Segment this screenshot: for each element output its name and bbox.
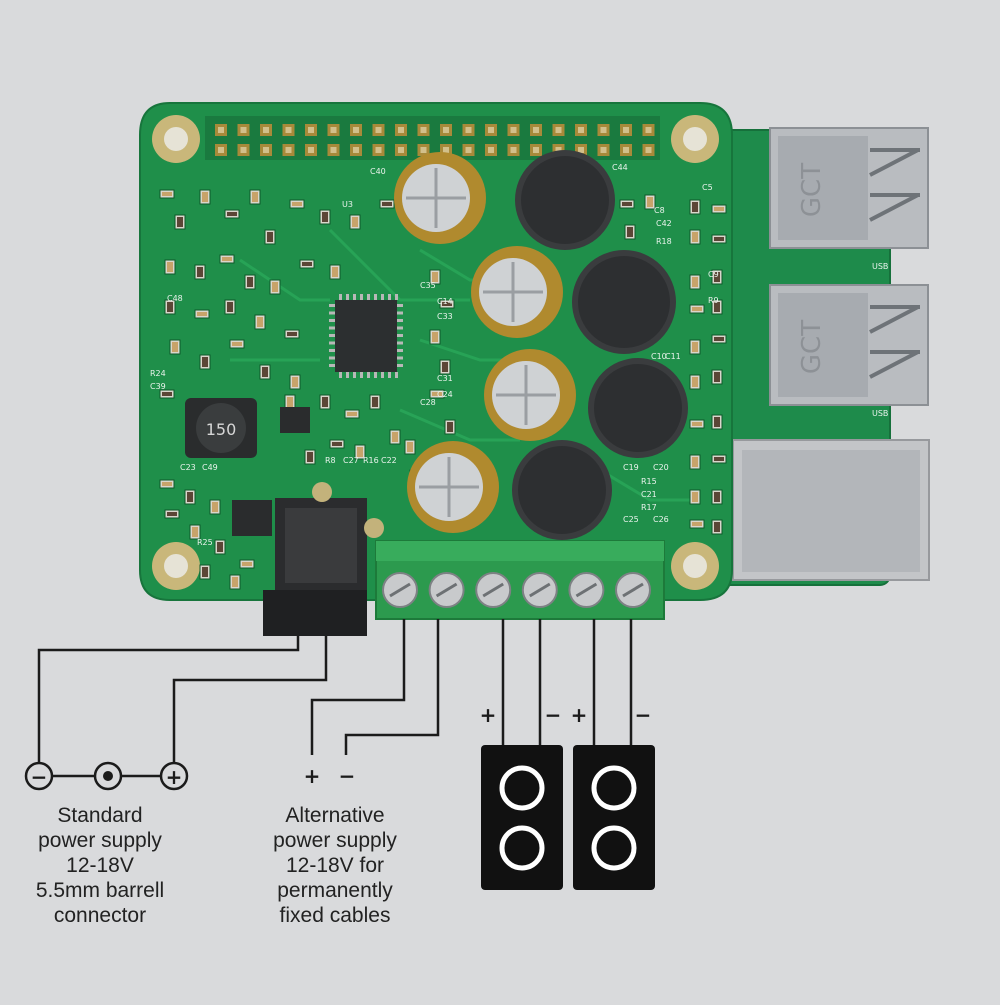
caption-line: Alternative	[285, 804, 385, 827]
caption-alternative-supply: Alternative power supply 12-18V for perm…	[245, 803, 425, 928]
barrel-jack	[263, 482, 384, 636]
silkscreen-label: C44	[612, 163, 628, 172]
usb-brand-top: GCT	[797, 163, 827, 217]
silkscreen-label: R17	[641, 503, 657, 512]
speaker1-minus: −	[545, 703, 562, 727]
silkscreen-label: R24	[150, 369, 166, 378]
silkscreen-label: C39	[150, 382, 166, 391]
capacitor-3	[484, 349, 576, 441]
caption-line: 5.5mm barrell	[35, 879, 165, 902]
black-inductor-4	[512, 440, 612, 540]
silkscreen-label: C25	[623, 515, 639, 524]
silkscreen-label: C5	[702, 183, 713, 192]
capacitor-2	[471, 246, 563, 338]
silkscreen-label: R9	[708, 296, 719, 305]
silkscreen-label: R16	[363, 456, 379, 465]
black-inductor-1	[515, 150, 615, 250]
silkscreen-label: C27	[343, 456, 359, 465]
capacitor-1	[394, 152, 486, 244]
barrel-plus-symbol: +	[166, 765, 183, 789]
silkscreen-label: C40	[370, 167, 386, 176]
silkscreen-label: C20	[653, 463, 669, 472]
silkscreen-label: C31	[437, 374, 453, 383]
small-chip-2	[232, 500, 272, 536]
ethernet-port	[732, 439, 930, 581]
speaker-2	[573, 745, 655, 890]
usb-label-top: USB	[872, 262, 888, 271]
usb-port-top: GCT USB	[769, 127, 929, 271]
silkscreen-label: C35	[420, 281, 436, 290]
caption-line: power supply	[273, 829, 397, 852]
caption-standard-supply: Standard power supply 12-18V 5.5mm barre…	[10, 803, 190, 928]
silkscreen-label: C24	[437, 390, 453, 399]
caption-line: permanently	[277, 879, 393, 902]
silkscreen-label: R8	[325, 456, 336, 465]
silkscreen-label: C33	[437, 312, 453, 321]
silkscreen-label: C22	[381, 456, 397, 465]
alt-minus-symbol: −	[339, 764, 356, 788]
usb-port-bottom: GCT USB	[769, 284, 929, 418]
barrel-minus-symbol: −	[31, 765, 48, 789]
speaker-1	[481, 745, 563, 890]
speaker1-plus: +	[480, 703, 497, 727]
silkscreen-label: C23	[180, 463, 196, 472]
silkscreen-label: C9	[708, 270, 719, 279]
silkscreen-label: C28	[420, 398, 436, 407]
silkscreen-label: C42	[656, 219, 672, 228]
amplifier-chip	[335, 300, 397, 372]
silkscreen-label: C14	[437, 297, 453, 306]
capacitor-4	[407, 441, 499, 533]
inductor-label: 150	[206, 420, 237, 439]
smd-components	[159, 189, 727, 590]
terminal-screws	[382, 572, 651, 608]
silkscreen-label: C21	[641, 490, 657, 499]
usb-brand-bottom: GCT	[797, 320, 827, 374]
usb-label-bottom: USB	[872, 409, 888, 418]
speaker2-plus: +	[571, 703, 588, 727]
silkscreen-label: R18	[656, 237, 672, 246]
black-inductor-3	[588, 358, 688, 458]
caption-line: 12-18V for	[285, 854, 385, 877]
silkscreen-label: C11	[665, 352, 681, 361]
silkscreen-label: C49	[202, 463, 218, 472]
silkscreen-label: C19	[623, 463, 639, 472]
silkscreen-label: R25	[197, 538, 213, 547]
gpio-pins	[215, 124, 655, 156]
silkscreen-label: C48	[167, 294, 183, 303]
caption-line: connector	[53, 904, 147, 927]
silkscreen-label: U3	[342, 200, 353, 209]
silkscreen-label: C8	[654, 206, 665, 215]
caption-line: Standard	[57, 804, 143, 827]
caption-line: 12-18V	[66, 854, 134, 877]
silkscreen-label: C10	[651, 352, 667, 361]
terminal-block	[375, 540, 665, 620]
speaker2-minus: −	[635, 703, 652, 727]
barrel-center-dot	[103, 771, 113, 781]
alt-plus-symbol: +	[304, 764, 321, 788]
black-inductor-2	[572, 250, 676, 354]
caption-line: fixed cables	[279, 904, 391, 927]
caption-line: power supply	[38, 829, 162, 852]
wires	[37, 619, 633, 764]
silkscreen-label: C26	[653, 515, 669, 524]
small-chip	[280, 407, 310, 433]
silkscreen-label: R15	[641, 477, 657, 486]
barrel-symbol	[24, 761, 189, 791]
